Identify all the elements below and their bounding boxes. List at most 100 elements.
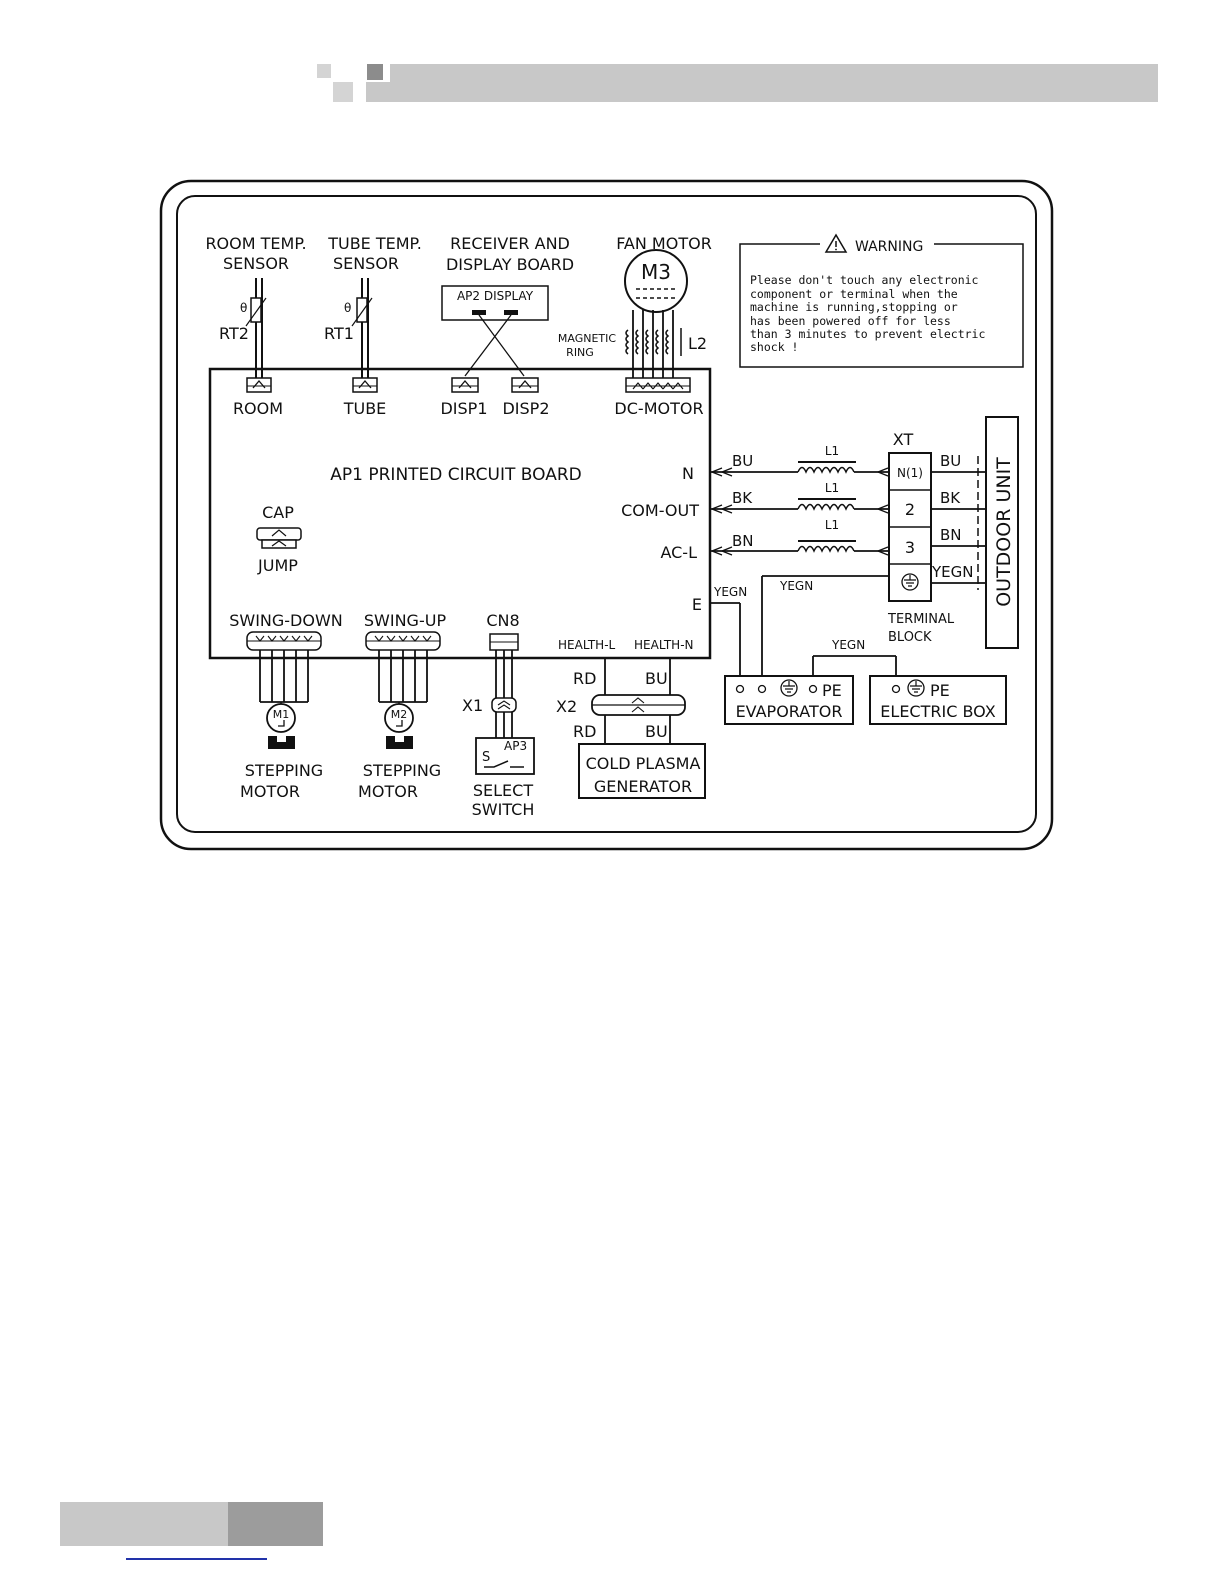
- outdoor-unit-label: OUTDOOR UNIT: [993, 457, 1015, 607]
- warning-triangle-icon: [824, 233, 848, 253]
- x1-label: X1: [462, 696, 483, 715]
- receiver-display-board-label-2: DISPLAY BOARD: [446, 255, 574, 274]
- swing-up-connector: M2 STEPPING MOTOR: [358, 631, 441, 801]
- header-bar: [390, 64, 1158, 82]
- ac-l-wire-color: BN: [732, 532, 754, 550]
- evaporator-label: EVAPORATOR: [736, 702, 843, 721]
- cn8-select-switch: X1 AP3 S SELECT SWITCH: [462, 633, 535, 819]
- bu-bottom: BU: [645, 722, 668, 741]
- header-square-light-bottom: [333, 82, 353, 102]
- footer-link-underline: [126, 1558, 267, 1560]
- l1-label-3: L1: [825, 518, 839, 532]
- line-wires: BU BK BN L1 L1 L1: [710, 444, 889, 556]
- header-square-dark: [367, 64, 383, 80]
- cold-plasma-label-1: COLD PLASMA: [586, 754, 701, 773]
- cap-jump: CAP JUMP: [256, 503, 302, 575]
- terminal-ground-icon: [901, 573, 919, 591]
- rd-top: RD: [573, 669, 596, 688]
- terminal-block-label-1: TERMINAL: [887, 612, 955, 627]
- cold-plasma-wiring: RD BU X2 RD BU COLD PLASMA GENERATOR: [556, 658, 706, 799]
- outer-frame: [159, 179, 1054, 851]
- fan-motor: M3 L2 MAGNETIC RING: [558, 249, 707, 380]
- stepping-motor-1-label-2: MOTOR: [240, 782, 300, 801]
- ap3-label: AP3: [504, 739, 527, 753]
- outdoor-wires: BU BK BN YEGN: [931, 452, 986, 590]
- m2-label: M2: [391, 708, 408, 721]
- stepping-motor-1-label-1: STEPPING: [245, 761, 323, 780]
- ac-l-terminal-label: AC-L: [660, 543, 697, 562]
- tube-temp-sensor: θ RT1: [324, 278, 373, 378]
- l1-label-2: L1: [825, 481, 839, 495]
- electric-box-yegn-label: YEGN: [831, 638, 865, 652]
- dc-motor-connector-label: DC-MOTOR: [614, 399, 703, 418]
- magnetic-ring-label-2: RING: [566, 346, 594, 359]
- warning-title: WARNING: [855, 239, 923, 255]
- swing-down-connector: M1 STEPPING MOTOR: [240, 631, 323, 801]
- stepping-motor-2-label-1: STEPPING: [363, 761, 441, 780]
- cap-label: CAP: [262, 503, 294, 522]
- footer-bar-dark: [228, 1502, 323, 1546]
- com-out-wire-color: BK: [732, 489, 753, 507]
- ap1-board-label: AP1 PRINTED CIRCUIT BOARD: [330, 465, 581, 485]
- cn8-label: CN8: [486, 611, 519, 630]
- electric-box-ground-icon: [907, 679, 925, 697]
- stepping-motor-m2: [384, 703, 414, 733]
- warning-box: WARNING Please don't touch any electroni…: [739, 233, 1024, 368]
- evaporator-pe: PE: [822, 681, 842, 700]
- connector-room: [246, 377, 272, 393]
- tube-connector-label: TUBE: [343, 399, 387, 418]
- disp2-connector-label: DISP2: [502, 399, 549, 418]
- ap2-display-label: AP2 DISPLAY: [457, 289, 534, 303]
- electric-box-label: ELECTRIC BOX: [880, 702, 995, 721]
- terminal-yegn-label: YEGN: [779, 579, 813, 593]
- tube-temp-sensor-label-2: SENSOR: [333, 254, 399, 273]
- outdoor-unit-box: [985, 416, 1019, 649]
- com-out-terminal-label: COM-OUT: [621, 501, 699, 520]
- m3-label: M3: [641, 260, 671, 284]
- electric-box-pe: PE: [930, 681, 950, 700]
- receiver-display-board: AP2 DISPLAY: [441, 285, 549, 377]
- warning-line-6: shock !: [750, 340, 798, 354]
- health-l-label: HEALTH-L: [558, 638, 616, 652]
- outdoor-bu: BU: [940, 452, 961, 470]
- l1-label-1: L1: [825, 444, 839, 458]
- terminal-block: XT N(1) 2 3 TERMINAL BLOCK: [887, 430, 955, 645]
- room-temp-sensor-label-2: SENSOR: [223, 254, 289, 273]
- ground-wires: YEGN YEGN YEGN: [710, 575, 897, 686]
- connector-disp2: [511, 377, 539, 393]
- evaporator-ground-icon: [780, 679, 798, 697]
- room-temp-sensor: θ RT2: [219, 278, 267, 378]
- rd-bottom: RD: [573, 722, 596, 741]
- receiver-display-board-label-1: RECEIVER AND: [450, 234, 570, 253]
- rt1-label: RT1: [324, 324, 354, 343]
- e-terminal-label: E: [692, 595, 702, 614]
- rt2-theta: θ: [240, 301, 247, 315]
- fan-motor-label: FAN MOTOR: [616, 234, 712, 253]
- select-switch-label-1: SELECT: [473, 781, 533, 800]
- cold-plasma-label-2: GENERATOR: [594, 777, 692, 796]
- header-square-light-top: [317, 64, 331, 78]
- n-wire-color: BU: [732, 452, 753, 470]
- disp1-connector-label: DISP1: [440, 399, 487, 418]
- stepping-motor-2-label-2: MOTOR: [358, 782, 418, 801]
- xt-label: XT: [893, 430, 914, 449]
- warning-line-1: Please don't touch any electronic: [750, 273, 978, 287]
- header-bar-lower: [366, 82, 1158, 102]
- x2-label: X2: [556, 697, 577, 716]
- connector-dc-motor: [625, 377, 691, 393]
- outdoor-bk: BK: [940, 489, 961, 507]
- rt1-theta: θ: [344, 301, 351, 315]
- outdoor-yegn: YEGN: [931, 563, 973, 581]
- m1-label: M1: [273, 708, 290, 721]
- warning-line-3: machine is running,stopping or: [750, 300, 958, 314]
- cold-plasma-generator-box: [578, 743, 706, 799]
- terminal-3: 3: [905, 538, 915, 557]
- terminal-block-label-2: BLOCK: [888, 630, 932, 645]
- warning-line-4: has been powered off for less: [750, 314, 951, 328]
- swing-up-label: SWING-UP: [364, 611, 447, 630]
- terminal-n1: N(1): [897, 466, 923, 480]
- n-terminal-label: N: [682, 464, 694, 483]
- terminal-2: 2: [905, 500, 915, 519]
- s-label: S: [482, 750, 490, 765]
